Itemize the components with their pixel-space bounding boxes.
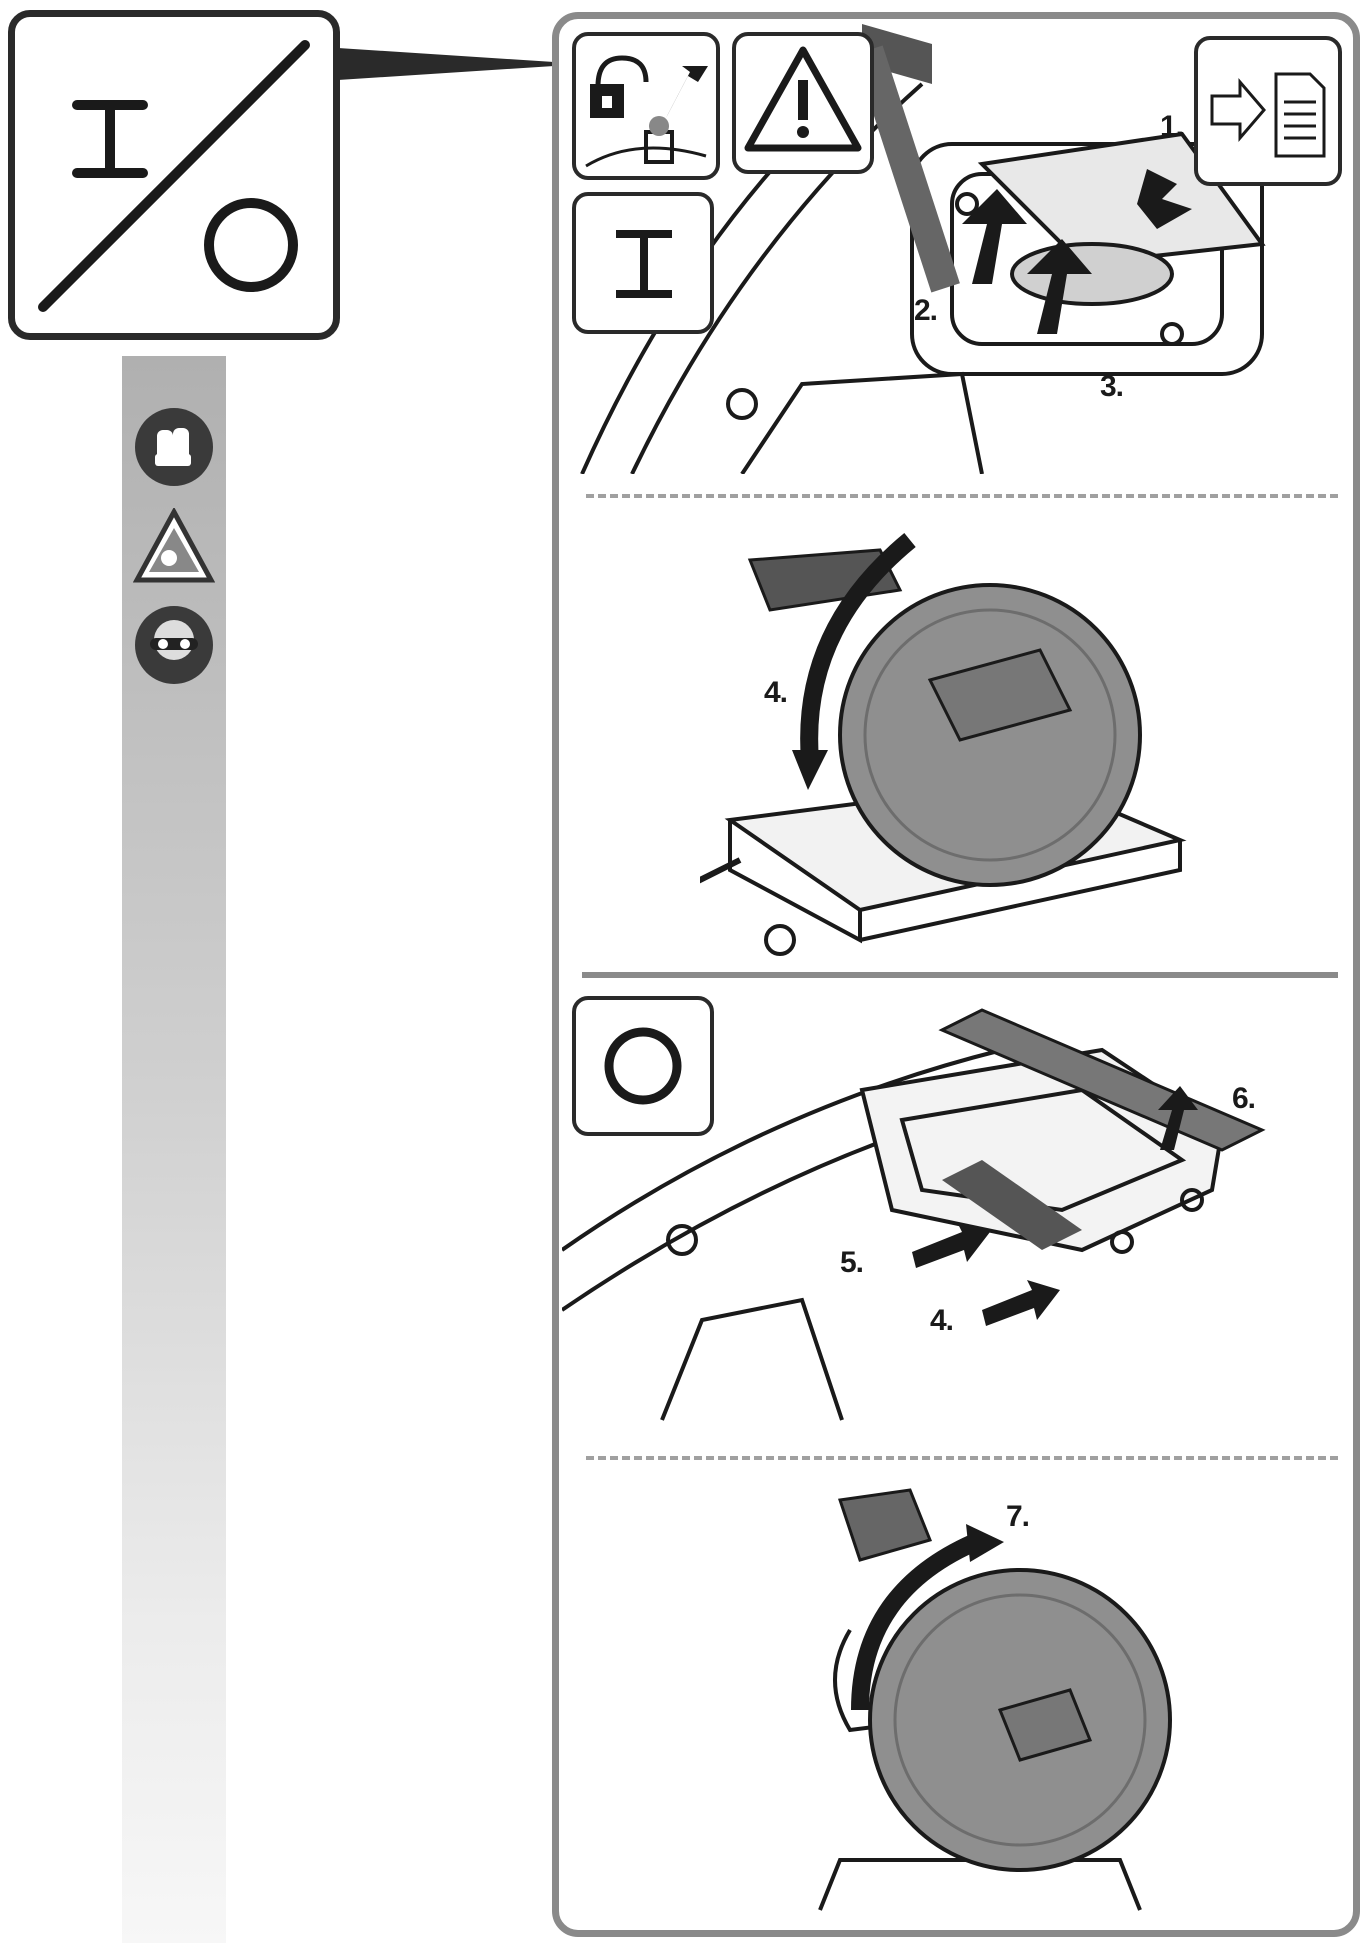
switch-release-illustration [562,1008,1266,1421]
safety-glasses-icon [133,604,215,686]
step-7-label: 7. [1006,1500,1030,1533]
switch-on-icon [616,230,672,298]
warning-icon-box [732,32,874,174]
unlock-switch-icon-box [572,32,720,180]
section-divider-solid [582,972,1338,978]
step-1-label: 1. [1160,110,1184,143]
section-divider-dashed [586,494,1338,498]
saw-return-illustration [818,1488,1172,1911]
switch-on-icon-box [572,192,714,334]
read-manual-icon-box [1194,36,1342,186]
on-off-symbol-box [8,10,340,340]
step-2-label: 2. [914,294,938,327]
on-off-symbol-icon [38,40,310,312]
step-4-label-lower: 4. [764,676,788,709]
step-4-label-release: 4. [930,1304,954,1337]
switch-off-icon [604,1027,682,1105]
read-manual-icon [1210,72,1326,158]
switch-off-icon-box [572,996,714,1136]
handle-unlock-illustration [580,24,1266,474]
section-divider-dashed-2 [586,1456,1338,1460]
warning-triangle-icon [744,46,862,152]
unlock-icon [585,55,708,168]
saw-lowering-illustration [700,533,1187,956]
gloves-icon [133,406,215,488]
flying-debris-warning-icon [133,508,215,584]
callout-pointer [338,48,554,80]
step-3-label: 3. [1100,370,1124,403]
step-5-label: 5. [840,1246,864,1279]
ppe-sidebar [122,356,226,1943]
step-6-label: 6. [1232,1082,1256,1115]
